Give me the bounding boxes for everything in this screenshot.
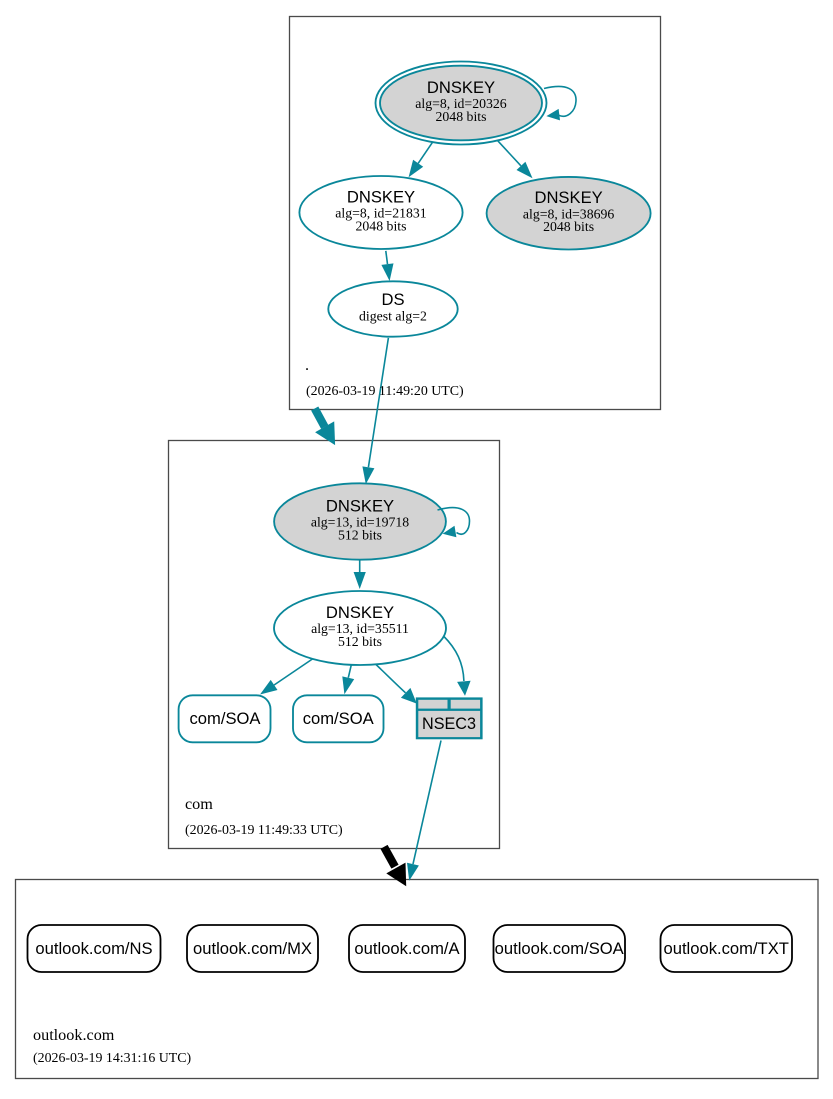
svg-text:outlook.com: outlook.com xyxy=(33,1026,115,1044)
svg-text:outlook.com/A: outlook.com/A xyxy=(354,939,460,958)
svg-text:alg=8, id=38696: alg=8, id=38696 xyxy=(523,206,615,221)
svg-text:(2026-03-19 11:49:20 UTC): (2026-03-19 11:49:20 UTC) xyxy=(306,384,464,399)
svg-text:512 bits: 512 bits xyxy=(338,528,382,543)
svg-text:alg=8, id=21831: alg=8, id=21831 xyxy=(335,206,427,221)
svg-text:DNSKEY: DNSKEY xyxy=(534,188,602,207)
svg-text:(2026-03-19 14:31:16 UTC): (2026-03-19 14:31:16 UTC) xyxy=(33,1051,192,1066)
svg-text:alg=13, id=35511: alg=13, id=35511 xyxy=(311,621,409,636)
svg-text:DNSKEY: DNSKEY xyxy=(326,497,394,516)
svg-text:DNSKEY: DNSKEY xyxy=(347,188,415,207)
svg-text:2048 bits: 2048 bits xyxy=(436,109,487,124)
svg-text:outlook.com/NS: outlook.com/NS xyxy=(35,939,152,958)
svg-text:outlook.com/TXT: outlook.com/TXT xyxy=(663,939,788,958)
svg-text:2048 bits: 2048 bits xyxy=(356,219,407,234)
svg-text:512 bits: 512 bits xyxy=(338,634,382,649)
svg-text:digest alg=2: digest alg=2 xyxy=(359,309,427,324)
svg-text:com: com xyxy=(185,795,213,813)
svg-text:DNSKEY: DNSKEY xyxy=(326,603,394,622)
svg-text:NSEC3: NSEC3 xyxy=(422,715,476,733)
svg-text:com/SOA: com/SOA xyxy=(189,709,261,728)
svg-text:alg=13, id=19718: alg=13, id=19718 xyxy=(311,515,409,530)
svg-text:outlook.com/MX: outlook.com/MX xyxy=(193,939,312,958)
svg-text:com/SOA: com/SOA xyxy=(303,709,375,728)
svg-text:DNSKEY: DNSKEY xyxy=(427,78,495,97)
svg-text:2048 bits: 2048 bits xyxy=(543,219,594,234)
svg-text:alg=8, id=20326: alg=8, id=20326 xyxy=(415,96,507,111)
svg-text:(2026-03-19 11:49:33 UTC): (2026-03-19 11:49:33 UTC) xyxy=(185,823,343,838)
svg-text:outlook.com/SOA: outlook.com/SOA xyxy=(495,939,625,958)
svg-text:.: . xyxy=(305,356,309,374)
svg-text:DS: DS xyxy=(381,290,404,309)
